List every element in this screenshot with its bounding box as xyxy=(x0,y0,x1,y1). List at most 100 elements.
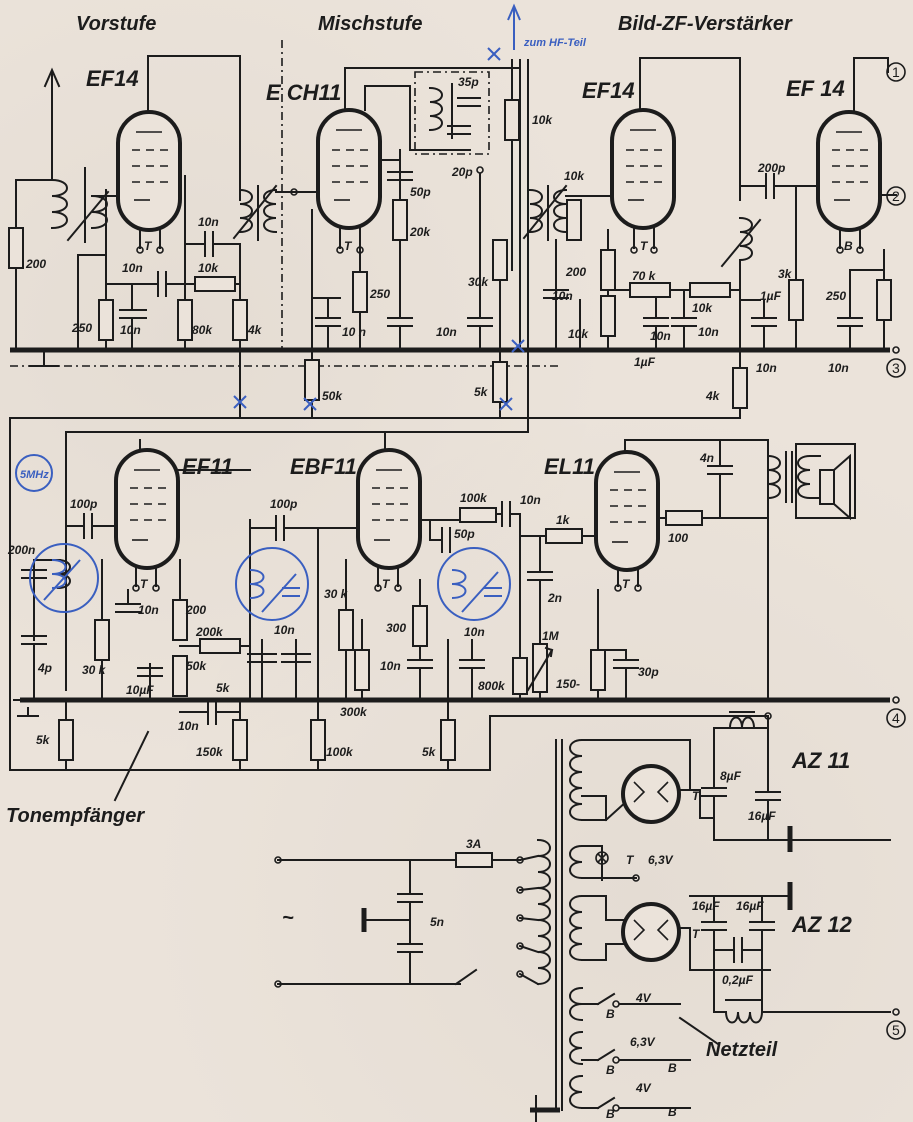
value-r250-b: 250 xyxy=(369,287,390,301)
value-c2n: 2n xyxy=(547,591,562,605)
labels: Vorstufe Mischstufe Bild-ZF-Verstärker T… xyxy=(6,13,906,1121)
tube-label-ebf11: EBF11 xyxy=(290,454,357,479)
tube-label-el11: EL11 xyxy=(544,454,595,479)
value-c50p-b: 50p xyxy=(454,527,475,541)
blue-annotations xyxy=(15,454,511,621)
value-c8uf: 8µF xyxy=(720,769,742,783)
value-c30p: 30p xyxy=(638,665,659,679)
value-c10n-i: 10n xyxy=(756,361,777,375)
value-5mhz: 5MHz xyxy=(20,469,49,481)
terminal-3: 3 xyxy=(892,360,900,376)
value-c02uf: 0,2µF xyxy=(722,973,754,987)
value-c16uf-a: 16µF xyxy=(748,809,776,823)
value-v63-b: 6,3V xyxy=(630,1035,656,1049)
value-r10k-d: 10k xyxy=(568,327,589,341)
pin-t-1: T xyxy=(144,239,153,253)
section-tonempfaenger: Tonempfänger xyxy=(6,805,145,827)
value-r30k-b: 30 k xyxy=(82,663,107,677)
value-v4-a: 4V xyxy=(635,991,652,1005)
section-bild-zf: Bild-ZF-Verstärker xyxy=(618,13,793,35)
tube-label-ef11: EF11 xyxy=(182,454,233,479)
value-c16uf-b: 16µF xyxy=(692,899,720,913)
value-c35p: 35p xyxy=(458,75,479,89)
value-c10n-d: 10 n xyxy=(342,325,366,339)
value-r150: 150- xyxy=(556,677,580,691)
value-r70k: 70 k xyxy=(632,269,657,283)
value-c50p-a: 50p xyxy=(410,185,431,199)
tube-label-az11: AZ 11 xyxy=(791,748,850,773)
terminal-4: 4 xyxy=(892,710,900,726)
value-r10k-c: 10k xyxy=(564,169,585,183)
value-r80k: 80k xyxy=(192,323,213,337)
value-c10n-j: 10n xyxy=(828,361,849,375)
pin-t-2: T xyxy=(344,239,353,253)
tube-label-ef14-2: EF14 xyxy=(582,78,635,103)
pin-t-3: T xyxy=(640,239,649,253)
pin-t-6: T xyxy=(622,577,631,591)
value-r250-c: 250 xyxy=(825,289,846,303)
value-c10n-q: 10n xyxy=(520,493,541,507)
value-c10n-h: 10n xyxy=(698,325,719,339)
value-c10n-e: 10n xyxy=(436,325,457,339)
pin-b-6: B xyxy=(668,1105,677,1119)
value-c10n-a: 10n xyxy=(122,261,143,275)
value-r200-c: 200 xyxy=(185,603,206,617)
value-fuse3a: 3A xyxy=(466,837,481,851)
value-r300k: 300k xyxy=(340,705,368,719)
value-r150k: 150k xyxy=(196,745,224,759)
value-c10n-p: 10n xyxy=(380,659,401,673)
value-r1k: 1k xyxy=(556,513,571,527)
value-r1m: 1M xyxy=(542,629,560,643)
value-r800k: 800k xyxy=(478,679,506,693)
value-r200-b: 200 xyxy=(565,265,586,279)
value-r200k: 200k xyxy=(195,625,224,639)
value-r5k-d: 5k xyxy=(422,745,437,759)
value-c10uf: 10µF xyxy=(126,683,154,697)
value-c200p: 200p xyxy=(757,161,785,175)
value-c100p-b: 100p xyxy=(270,497,297,511)
value-r250-a: 250 xyxy=(71,321,92,335)
tube-label-az12: AZ 12 xyxy=(791,912,853,937)
pin-t-5: T xyxy=(382,577,391,591)
value-r300: 300 xyxy=(386,621,406,635)
value-r30k-c: 30 k xyxy=(324,587,349,601)
value-r5k-a: 5k xyxy=(474,385,489,399)
pin-b-5: B xyxy=(668,1061,677,1075)
value-c1uf-b: 1µF xyxy=(760,289,782,303)
value-v63-a: 6,3V xyxy=(648,853,674,867)
value-c10n-n: 10n xyxy=(178,719,199,733)
tube-az11 xyxy=(621,764,681,824)
power-supply-wiring xyxy=(274,711,900,1122)
value-c4n: 4n xyxy=(699,451,714,465)
value-r3k: 3k xyxy=(778,267,793,281)
pin-t-4: T xyxy=(140,577,149,591)
tube-label-ef14-3: EF 14 xyxy=(786,76,845,101)
value-r50k: 50k xyxy=(322,389,343,403)
section-mischstufe: Mischstufe xyxy=(318,13,422,35)
value-r200-in: 200 xyxy=(25,257,46,271)
terminal-5: 5 xyxy=(892,1022,900,1038)
tube-ef14-vorstufe xyxy=(116,110,182,254)
tube-ech11-mischstufe xyxy=(316,108,382,254)
value-c1uf-a: 1µF xyxy=(634,355,656,369)
value-c10n-c: 10n xyxy=(198,215,219,229)
value-r100k-b: 100k xyxy=(460,491,488,505)
value-c20p: 20p xyxy=(451,165,473,179)
hf-teil-label: zum HF-Teil xyxy=(523,37,587,49)
value-c10n-f: 10n xyxy=(552,289,573,303)
tube-label-ef14-1: EF14 xyxy=(86,66,139,91)
tube-az12 xyxy=(621,902,681,962)
top-wiring xyxy=(8,3,900,771)
value-r100k-a: 100k xyxy=(326,745,354,759)
pin-b-4: B xyxy=(606,1107,615,1121)
value-r4k-a: 4k xyxy=(247,323,263,337)
tube-ef11 xyxy=(114,448,180,592)
value-c10n-r: 10n xyxy=(464,625,485,639)
tube-label-ech11: E CH11 xyxy=(266,80,341,105)
value-c10n-b: 10n xyxy=(120,323,141,337)
pin-b-1: B xyxy=(844,239,853,253)
tube-ebf11 xyxy=(356,448,422,592)
pin-b-3: B xyxy=(606,1063,615,1077)
